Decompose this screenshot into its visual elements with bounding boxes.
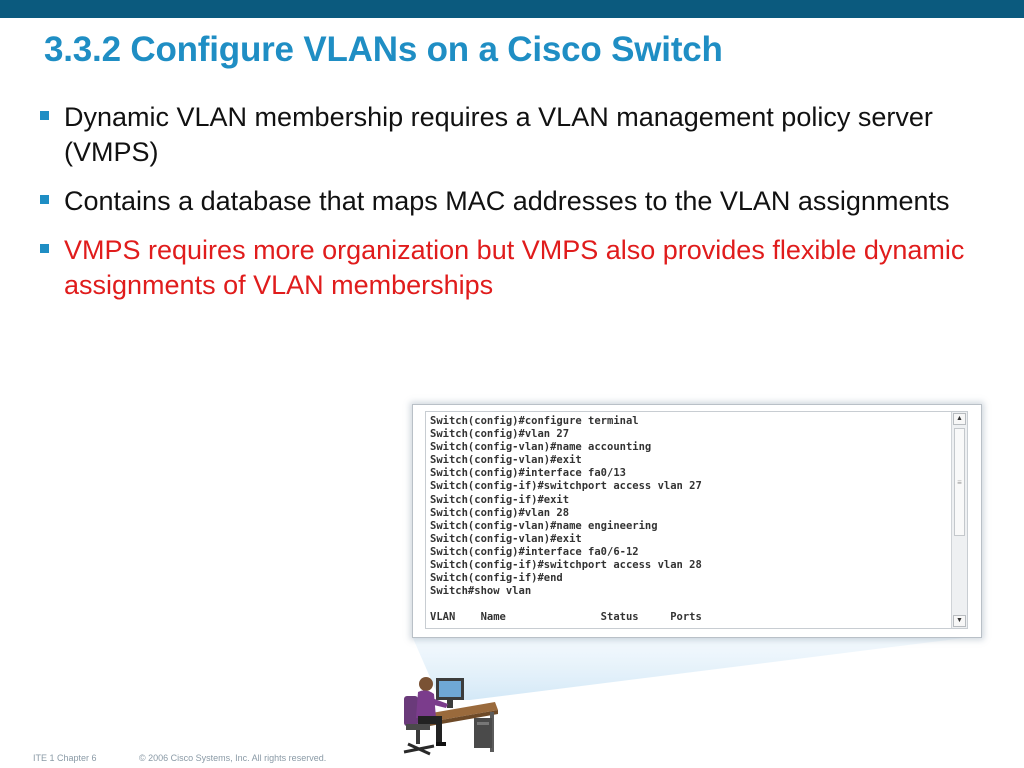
- scroll-down-icon[interactable]: ▼: [953, 615, 966, 627]
- terminal-line: Switch(config)#vlan 27: [430, 428, 570, 441]
- terminal-line: Switch(config)#vlan 28: [430, 506, 570, 519]
- footer-chapter: ITE 1 Chapter 6: [33, 753, 97, 763]
- terminal-line: Switch(config-vlan)#exit: [430, 532, 582, 545]
- slide-title: 3.3.2 Configure VLANs on a Cisco Switch: [44, 30, 723, 69]
- terminal-line: Switch#show vlan: [430, 585, 532, 598]
- bullet-text: VMPS requires more organization but VMPS…: [64, 235, 965, 300]
- operator-at-workstation-icon: [403, 677, 498, 756]
- terminal-line: Switch(config)#configure terminal: [430, 415, 639, 427]
- bullet-list: Dynamic VLAN membership requires a VLAN …: [36, 100, 976, 317]
- terminal-line: Switch(config-vlan)#name accounting: [430, 441, 652, 454]
- square-bullet-icon: [40, 111, 49, 120]
- top-banner: [0, 0, 1024, 18]
- bullet-text: Contains a database that maps MAC addres…: [64, 186, 950, 216]
- bullet-item: Contains a database that maps MAC addres…: [36, 184, 976, 219]
- bullet-item-highlighted: VMPS requires more organization but VMPS…: [36, 233, 976, 303]
- terminal-line: VLAN Name Status Ports: [430, 611, 702, 624]
- scroll-thumb[interactable]: ≡: [954, 428, 965, 536]
- scroll-grip-icon: ≡: [957, 478, 962, 487]
- terminal-scrollbar[interactable]: ▲ ≡ ▼: [951, 412, 967, 628]
- footer-copyright: © 2006 Cisco Systems, Inc. All rights re…: [139, 753, 327, 763]
- terminal-line: Switch(config-vlan)#exit: [430, 454, 582, 467]
- terminal-line: [430, 598, 947, 611]
- terminal-line: Switch(config)#interface fa0/6-12: [430, 545, 639, 558]
- scroll-up-icon[interactable]: ▲: [953, 413, 966, 425]
- terminal-line: Switch(config-vlan)#name engineering: [430, 519, 658, 532]
- terminal-line: Switch(config-if)#switchport access vlan…: [430, 480, 702, 493]
- square-bullet-icon: [40, 195, 49, 204]
- terminal-line: Switch(config-if)#exit: [430, 493, 570, 506]
- bullet-text: Dynamic VLAN membership requires a VLAN …: [64, 102, 933, 167]
- terminal-line: Switch(config-if)#switchport access vlan…: [430, 559, 702, 572]
- square-bullet-icon: [40, 244, 49, 253]
- terminal-line: Switch(config)#interface fa0/13: [430, 467, 626, 480]
- bullet-item: Dynamic VLAN membership requires a VLAN …: [36, 100, 976, 170]
- terminal-line: Switch(config-if)#end: [430, 572, 563, 585]
